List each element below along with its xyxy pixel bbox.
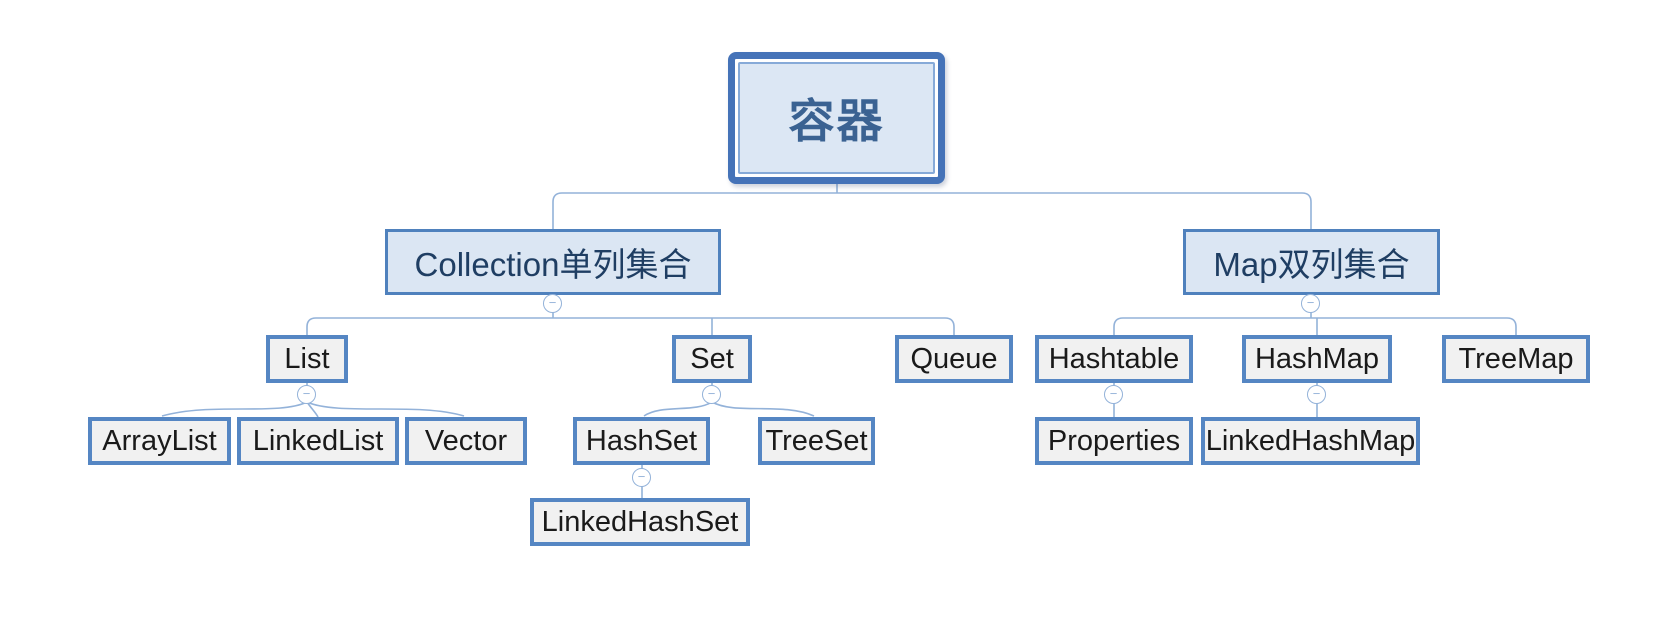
node-map-label: Map双列集合 bbox=[1213, 246, 1410, 283]
connector-map-bus bbox=[1113, 317, 1517, 335]
node-hashtable[interactable]: Hashtable bbox=[1035, 335, 1193, 383]
node-arraylist[interactable]: ArrayList bbox=[88, 417, 231, 465]
node-map[interactable]: Map双列集合 bbox=[1183, 229, 1440, 295]
node-treeset[interactable]: TreeSet bbox=[758, 417, 875, 465]
node-collection-label: Collection单列集合 bbox=[414, 246, 692, 283]
node-vector[interactable]: Vector bbox=[405, 417, 527, 465]
node-hashmap[interactable]: HashMap bbox=[1242, 335, 1392, 383]
node-linkedhashset[interactable]: LinkedHashSet bbox=[530, 498, 750, 546]
connector-list-arraylist bbox=[161, 401, 308, 417]
connector-set-hashset bbox=[643, 401, 713, 417]
node-set-label: Set bbox=[690, 342, 734, 375]
node-set[interactable]: Set bbox=[672, 335, 752, 383]
connector-root-bus bbox=[552, 192, 1312, 229]
node-vector-label: Vector bbox=[424, 424, 508, 457]
connector-list-vector bbox=[306, 401, 465, 417]
node-hashset[interactable]: HashSet bbox=[573, 417, 710, 465]
collapse-toggle-hashtable[interactable]: − bbox=[1104, 385, 1123, 404]
node-linkedlist[interactable]: LinkedList bbox=[237, 417, 399, 465]
node-hashtable-label: Hashtable bbox=[1048, 342, 1180, 375]
node-linkedhashset-label: LinkedHashSet bbox=[541, 505, 739, 538]
node-treeset-label: TreeSet bbox=[765, 424, 868, 457]
collapse-toggle-list[interactable]: − bbox=[297, 385, 316, 404]
collapse-toggle-map[interactable]: − bbox=[1301, 294, 1320, 313]
collapse-toggle-collection[interactable]: − bbox=[543, 294, 562, 313]
node-linkedlist-label: LinkedList bbox=[252, 424, 384, 457]
node-collection[interactable]: Collection单列集合 bbox=[385, 229, 721, 295]
node-root-frame: 容器 bbox=[738, 62, 935, 174]
collapse-toggle-set[interactable]: − bbox=[702, 385, 721, 404]
node-queue-label: Queue bbox=[910, 342, 998, 375]
node-hashset-label: HashSet bbox=[585, 424, 698, 457]
node-linkedhashmap-label: LinkedHashMap bbox=[1205, 424, 1416, 457]
node-list[interactable]: List bbox=[266, 335, 348, 383]
node-properties[interactable]: Properties bbox=[1035, 417, 1193, 465]
node-linkedhashmap[interactable]: LinkedHashMap bbox=[1201, 417, 1420, 465]
node-treemap-label: TreeMap bbox=[1458, 342, 1574, 375]
node-root-label: 容器 bbox=[788, 95, 885, 147]
node-properties-label: Properties bbox=[1047, 424, 1181, 457]
collapse-toggle-hashmap[interactable]: − bbox=[1307, 385, 1326, 404]
node-queue[interactable]: Queue bbox=[895, 335, 1013, 383]
node-root[interactable]: 容器 bbox=[728, 52, 945, 184]
connector-collection-bus bbox=[306, 317, 955, 335]
node-arraylist-label: ArrayList bbox=[102, 424, 217, 457]
collapse-toggle-hashset[interactable]: − bbox=[632, 468, 651, 487]
connector-set-treeset bbox=[711, 401, 815, 417]
node-list-label: List bbox=[284, 342, 330, 375]
node-treemap[interactable]: TreeMap bbox=[1442, 335, 1590, 383]
node-hashmap-label: HashMap bbox=[1254, 342, 1380, 375]
